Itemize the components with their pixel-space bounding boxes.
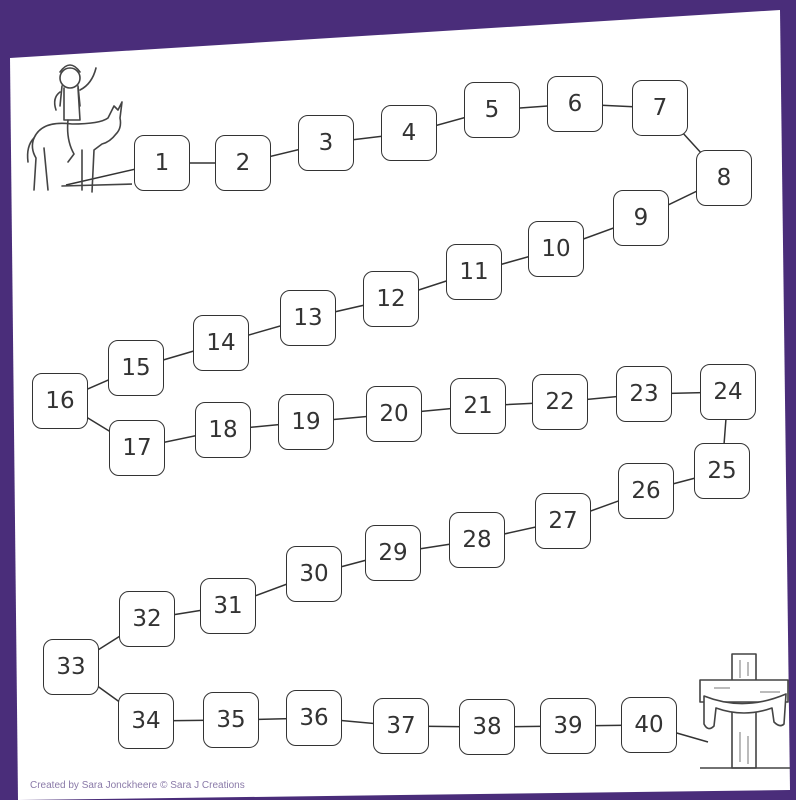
square-21: 21 bbox=[450, 378, 506, 434]
square-31: 31 bbox=[200, 578, 256, 634]
square-34: 34 bbox=[118, 693, 174, 749]
square-38: 38 bbox=[459, 699, 515, 755]
credit-text: Created by Sara Jonckheere © Sara J Crea… bbox=[30, 780, 245, 791]
square-36: 36 bbox=[286, 690, 342, 746]
square-13: 13 bbox=[280, 290, 336, 346]
square-25: 25 bbox=[694, 443, 750, 499]
square-29: 29 bbox=[365, 525, 421, 581]
square-7: 7 bbox=[632, 80, 688, 136]
square-26: 26 bbox=[618, 463, 674, 519]
square-12: 12 bbox=[363, 271, 419, 327]
square-22: 22 bbox=[532, 374, 588, 430]
square-37: 37 bbox=[373, 698, 429, 754]
square-3: 3 bbox=[298, 115, 354, 171]
square-35: 35 bbox=[203, 692, 259, 748]
donkey-rider-icon bbox=[22, 58, 132, 198]
square-9: 9 bbox=[613, 190, 669, 246]
square-39: 39 bbox=[540, 698, 596, 754]
square-32: 32 bbox=[119, 591, 175, 647]
square-24: 24 bbox=[700, 364, 756, 420]
square-33: 33 bbox=[43, 639, 99, 695]
square-23: 23 bbox=[616, 366, 672, 422]
square-4: 4 bbox=[381, 105, 437, 161]
square-2: 2 bbox=[215, 135, 271, 191]
square-15: 15 bbox=[108, 340, 164, 396]
square-28: 28 bbox=[449, 512, 505, 568]
square-8: 8 bbox=[696, 150, 752, 206]
square-30: 30 bbox=[286, 546, 342, 602]
square-10: 10 bbox=[528, 221, 584, 277]
square-19: 19 bbox=[278, 394, 334, 450]
square-14: 14 bbox=[193, 315, 249, 371]
square-27: 27 bbox=[535, 493, 591, 549]
square-6: 6 bbox=[547, 76, 603, 132]
square-16: 16 bbox=[32, 373, 88, 429]
square-18: 18 bbox=[195, 402, 251, 458]
square-11: 11 bbox=[446, 244, 502, 300]
cross-icon bbox=[694, 652, 794, 772]
square-40: 40 bbox=[621, 697, 677, 753]
square-20: 20 bbox=[366, 386, 422, 442]
square-5: 5 bbox=[464, 82, 520, 138]
square-17: 17 bbox=[109, 420, 165, 476]
square-1: 1 bbox=[134, 135, 190, 191]
